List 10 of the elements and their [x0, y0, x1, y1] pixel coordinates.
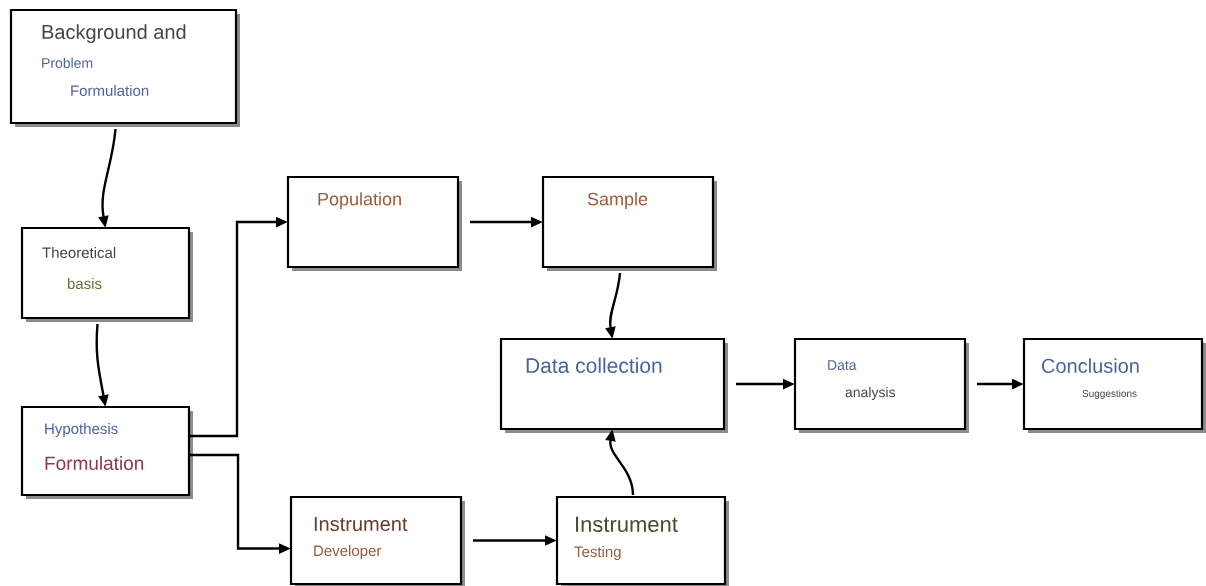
process-box: Theoretical basis — [20, 226, 193, 322]
process-box: Hypothesis Formulation — [20, 405, 193, 499]
process-box: Population — [286, 175, 462, 271]
process-box: Data analysis — [793, 337, 969, 433]
process-box: Data collection — [499, 337, 728, 433]
process-box: Sample — [541, 175, 717, 271]
process-box: Instrument Developer — [289, 495, 465, 586]
process-box: Background and Problem Formulation — [9, 8, 240, 127]
process-box: Instrument Testing — [555, 495, 729, 586]
process-box: Conclusion Suggestions — [1022, 337, 1206, 433]
